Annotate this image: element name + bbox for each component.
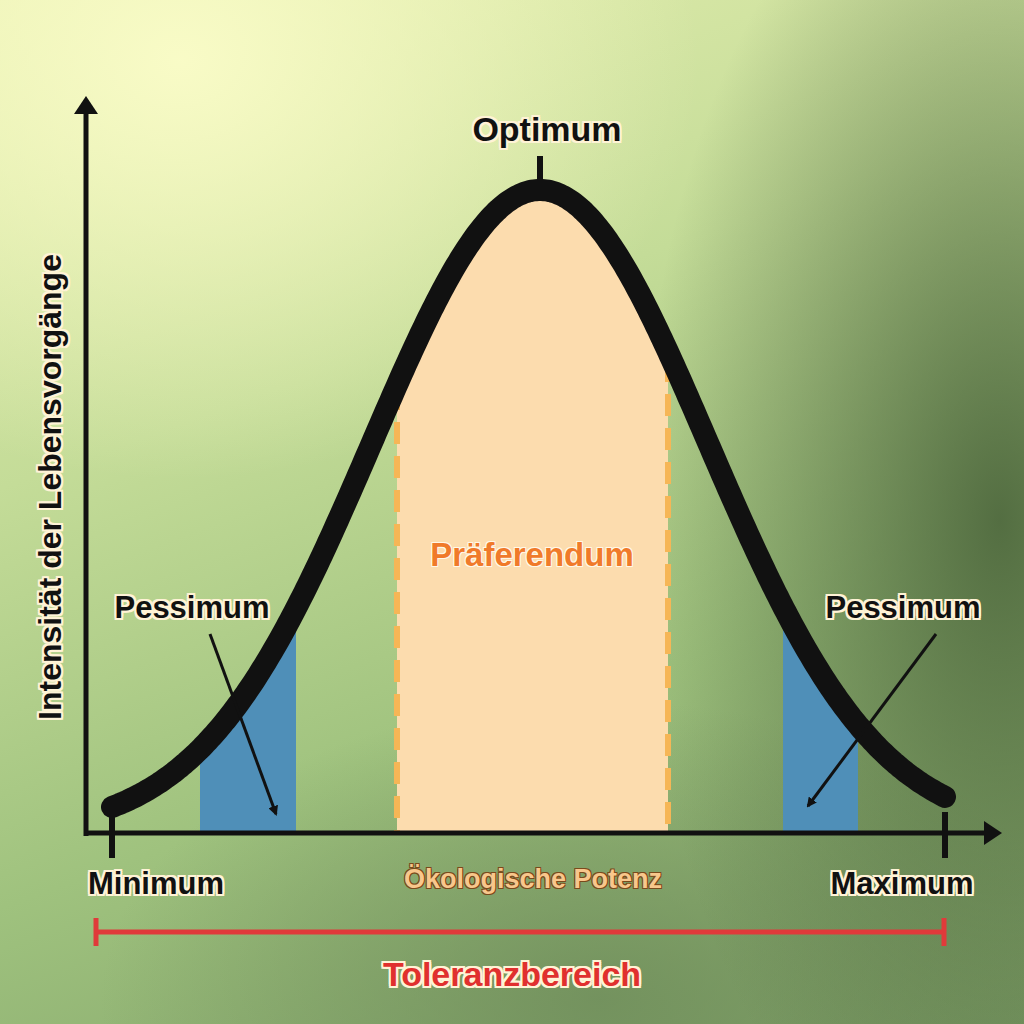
axis-arrow — [74, 96, 98, 114]
leader-arrow — [808, 634, 936, 806]
region-label: Präferendum — [430, 536, 634, 574]
dashed-boundary — [665, 360, 671, 832]
axis-arrow — [984, 821, 1002, 845]
optimum-tick — [537, 156, 543, 190]
maximum-label: Maximum — [831, 866, 974, 902]
minimum-label: Minimum — [88, 866, 224, 902]
pessimum-label: Pessimum — [825, 590, 980, 626]
bell-curve — [112, 190, 945, 807]
axis-tick — [109, 812, 115, 858]
tolerance-bar — [96, 930, 944, 935]
tolerance-bar-end — [94, 918, 99, 946]
axis-tick — [942, 812, 948, 858]
preferendum-region: Präferendum — [426, 532, 638, 578]
potency-label: Ökologische Potenz — [404, 864, 662, 895]
tolerance-bar-end — [942, 918, 947, 946]
optimum-label: Optimum — [472, 110, 621, 149]
leader-arrow — [210, 634, 276, 814]
pessimum-label: Pessimum — [114, 590, 269, 626]
tolerance-label: Toleranzbereich — [383, 955, 641, 994]
axis-title: Intensität der Lebensvorgänge — [32, 254, 69, 720]
dashed-boundary — [394, 388, 400, 832]
y-axis — [84, 112, 89, 836]
x-axis — [84, 831, 988, 836]
